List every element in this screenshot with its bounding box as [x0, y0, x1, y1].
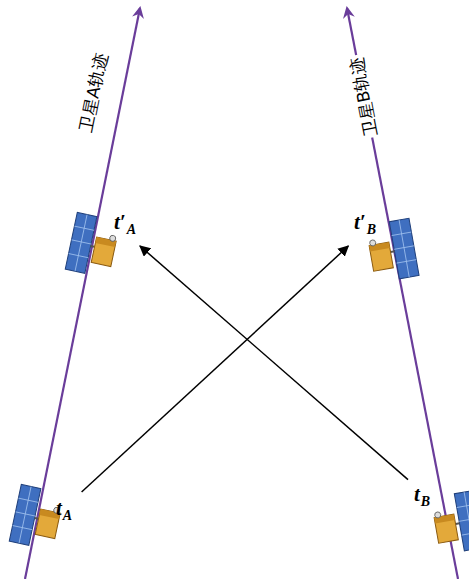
track-label: 卫星B轨迹 [347, 53, 382, 139]
satellite-icon [431, 490, 469, 555]
track-line [25, 8, 140, 579]
time-subscript: A [63, 508, 72, 523]
satellite-node: tB [408, 478, 448, 516]
satellite-icon [366, 218, 419, 283]
link-arrow [140, 246, 408, 480]
time-label: t′B [354, 212, 376, 233]
satellite-icon [65, 212, 120, 278]
time-label: t′A [114, 212, 136, 233]
time-symbol: t [56, 496, 62, 520]
link-arrow [82, 246, 349, 492]
time-symbol: t′ [354, 210, 366, 234]
satellite-node: t′B [348, 206, 392, 246]
time-subscript: B [421, 494, 430, 509]
satellite-icon [9, 484, 64, 550]
time-symbol: t′ [114, 210, 126, 234]
time-subscript: A [127, 222, 136, 237]
track-line [347, 8, 458, 579]
time-label: tA [56, 498, 72, 519]
time-subscript: B [367, 222, 376, 237]
time-label: tB [414, 484, 430, 505]
time-symbol: t [414, 482, 420, 506]
track-label: 卫星A轨迹 [76, 49, 111, 135]
satellite-node: tA [40, 492, 82, 530]
satellite-node: t′A [94, 206, 140, 246]
